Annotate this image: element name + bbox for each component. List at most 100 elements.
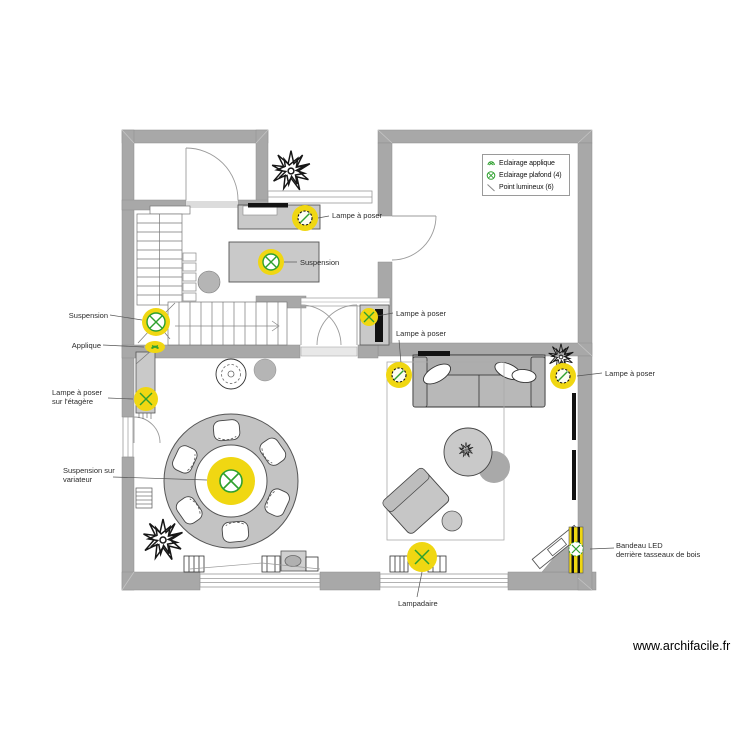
light-lampe-a-poser-desk[interactable] [292,205,318,231]
applique-icon [487,161,495,166]
wall-big-room-right [577,142,593,357]
label-text: Applique [71,341,101,350]
radiator-left[interactable] [135,487,153,509]
desk-monitor[interactable] [248,203,288,208]
pouf[interactable] [197,270,221,294]
label-suspension-variateur: Suspension sur variateur [63,466,115,484]
label-lampadaire: Lampadaire [398,599,438,608]
light-suspension-stairs[interactable] [142,308,170,336]
sofa-pillow [423,363,451,385]
door-big-room [391,215,437,261]
stairs-lower-flight [167,301,288,346]
legend-label: Eclairage applique [499,159,555,167]
label-text: variateur [63,475,93,484]
hall-shelf[interactable] [359,304,390,346]
wall-top-left-room-right [255,129,269,209]
wood-slats [572,393,576,500]
windows [122,190,509,588]
wall-top-left-room-top [121,129,269,144]
ottoman[interactable] [441,510,463,532]
wall-miters [121,129,593,591]
legend-row-plafond: Eclairage plafond (4) [486,169,566,181]
wall-bottom-middle [319,571,381,591]
label-text: Suspension sur [63,466,115,475]
label-text: derrière tasseaux de bois [616,550,701,559]
plant-dining[interactable] [142,518,184,561]
label-text: Suspension [300,258,340,267]
light-lampe-etagere[interactable] [134,387,158,411]
label-suspension-office: Suspension [300,258,339,267]
label-text: Lampe à poser [396,329,447,338]
label-text: Suspension [68,311,108,320]
stairs [136,205,288,346]
doors [133,147,437,444]
wall-big-room-top [377,129,593,144]
label-lampe-sofa-left: Lampe à poser [396,329,446,338]
leader-lines [102,215,615,598]
light-lampadaire[interactable] [407,542,437,572]
label-text: Bandeau LED [616,541,663,550]
stairs-lower-treads [178,302,279,345]
window-bay-right [379,573,509,588]
living-rug [386,361,505,541]
side-table-round[interactable] [215,358,247,390]
double-door-living [300,304,358,346]
light-bandeau-led[interactable] [568,526,584,574]
label-text: Lampe à poser [396,309,447,318]
stool[interactable] [253,358,277,382]
lights [134,205,584,574]
armchair[interactable] [381,467,451,536]
legend-box: Eclairage applique Eclairage plafond (4)… [482,154,570,196]
plant-top[interactable] [271,149,311,191]
sofa[interactable] [412,354,546,408]
legend-label: Eclairage plafond (4) [499,171,562,179]
label-lampe-shelf: Lampe à poser [396,309,446,318]
wall-console[interactable] [418,351,450,356]
label-text: Lampadaire [398,599,438,608]
wall-bottom-left [121,571,201,591]
light-suspension-variateur[interactable] [207,457,255,505]
bottom-furniture[interactable] [183,550,447,573]
legend-row-point-lumineux: Point lumineux (6) [486,181,566,193]
label-applique: Applique [57,341,101,350]
light-lampe-sofa-right[interactable] [550,363,576,389]
shelf-column[interactable] [182,252,197,302]
stairs-upper-treads [137,214,182,305]
window-left-casement [133,416,161,444]
wall-left-upper [121,129,135,418]
label-lampe-a-poser-desk: Lampe à poser [332,211,382,220]
legend-row-applique: Eclairage applique [486,157,566,169]
door-sill-double [300,346,358,357]
label-text: Lampe à poser [605,369,656,378]
console-oval[interactable] [280,550,307,572]
stairs-direction-arrow [175,320,280,332]
ceiling-light-icon [486,171,496,180]
light-suspension-office[interactable] [258,249,284,275]
door-sill-entry [186,201,238,208]
label-lampe-sofa-right: Lampe à poser [605,369,655,378]
label-bandeau-led: Bandeau LED derrière tasseaux de bois [616,541,700,559]
wall-big-room-left-upper [377,142,393,217]
light-lampe-sofa-left[interactable] [386,362,412,388]
wall-hall-stub [357,344,379,359]
stairs-landing [149,205,191,215]
label-text: Lampe à poser [332,211,383,220]
cabinet-2[interactable] [305,556,319,572]
radiator-bottom-2[interactable] [389,555,409,573]
light-point-line-icon [487,184,495,192]
legend-label: Point lumineux (6) [499,183,554,191]
label-text: Lampe à poser [52,388,103,397]
light-applique[interactable] [145,341,165,353]
wall-left-lower [121,456,135,591]
curtain-line [189,562,321,570]
label-text: sur l'étagère [52,397,94,406]
door-entry [185,147,239,201]
sofa-pillow [511,368,537,384]
light-lampe-shelf[interactable] [360,308,378,326]
radiator-bottom-1[interactable] [183,555,205,573]
window-bay-left [199,573,321,588]
label-suspension-stairs: Suspension [58,311,108,320]
label-lampe-etagere: Lampe à poser sur l'étagère [52,388,102,406]
